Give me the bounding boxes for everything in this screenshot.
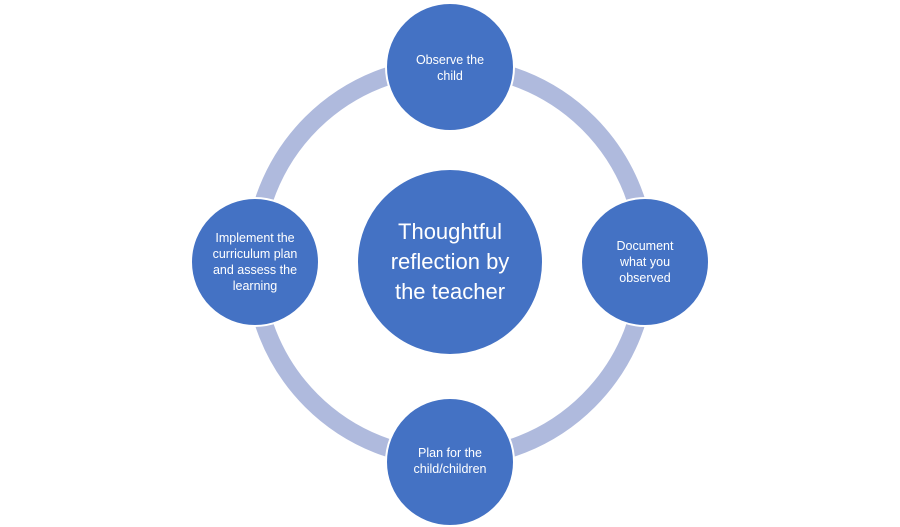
node-plan-label: Plan for the child/children [413, 446, 487, 476]
node-implement-label: Implement the curriculum plan and assess… [212, 231, 298, 293]
node-observe-label: Observe the child [415, 53, 485, 83]
node-document: Document what you observed [580, 197, 710, 327]
node-document-label: Document what you observed [616, 239, 674, 285]
center-label: Thoughtful reflection by the teacher [390, 219, 510, 304]
node-observe: Observe the child [385, 2, 515, 132]
center-node: Thoughtful reflection by the teacher [356, 168, 544, 356]
node-plan: Plan for the child/children [385, 397, 515, 527]
node-implement: Implement the curriculum plan and assess… [190, 197, 320, 327]
